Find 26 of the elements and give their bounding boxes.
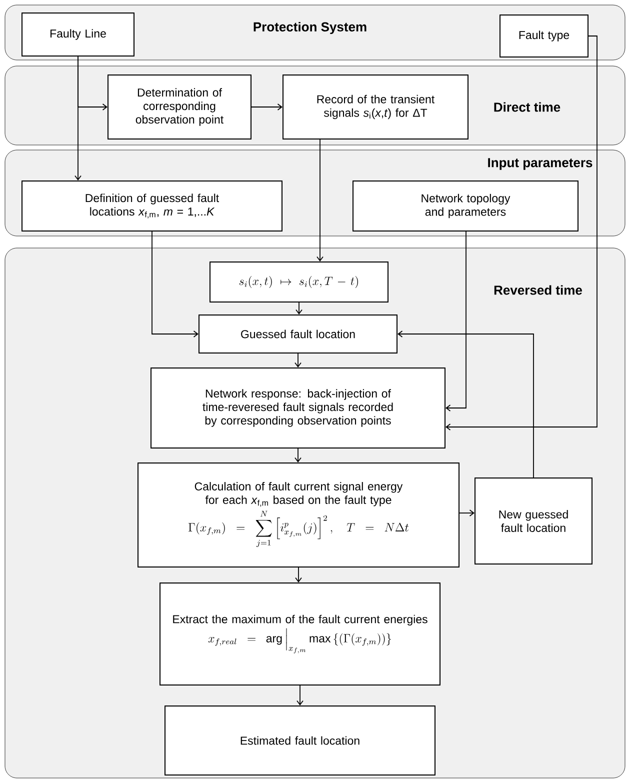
arrow — [316, 139, 324, 262]
arrow — [398, 330, 534, 478]
process-box: Definition of guessed fault locations x$_{f,m}$, m = 1,...K — [22, 180, 282, 232]
process-box: Extract the maximum of the fault current energies $x_{f,real}=\arg\Big|_{x_{f,m}}\max\left\{(\Gamma(x_{f,m}))\right\}$ — [160, 582, 440, 686]
process-box: $s_i(x,t)\mapsto s_i(x,T-t)$ — [210, 262, 388, 302]
arrow — [251, 104, 282, 110]
arrow — [296, 685, 304, 706]
arrow — [446, 231, 466, 412]
process-box: Determination of corresponding observation point — [108, 74, 252, 140]
arrow — [296, 302, 302, 314]
arrow — [295, 567, 302, 582]
process-box: Network topology and parameters — [352, 180, 578, 232]
process-box: Fault type — [500, 14, 588, 58]
arrow — [294, 448, 302, 462]
arrow — [294, 353, 302, 368]
arrow — [152, 231, 198, 338]
process-box: Faulty Line — [22, 12, 134, 56]
arrow — [446, 36, 598, 430]
arrow — [459, 510, 474, 516]
process-box: New guessed fault location — [474, 478, 592, 564]
process-box: Record of the transient signals s$_{i}$(x,t) for ΔT — [282, 74, 468, 140]
process-box: Guessed fault location — [198, 314, 398, 354]
arrow — [74, 56, 82, 180]
process-box: Estimated fault location — [164, 706, 436, 776]
process-box: Network response: back-injection of time-reveresed fault signals recorded by corresponding observation points — [150, 368, 446, 448]
process-box: Calculation of fault current signal energy for each x$_{f,m}$ based on the fault type $\Gamma(x_{f,m})=\sum_{j=1}^{N}\left[i^{p}_{x_{f,m}}(j)\right]^{2},\quad T=N\Delta t$ — [138, 462, 460, 568]
